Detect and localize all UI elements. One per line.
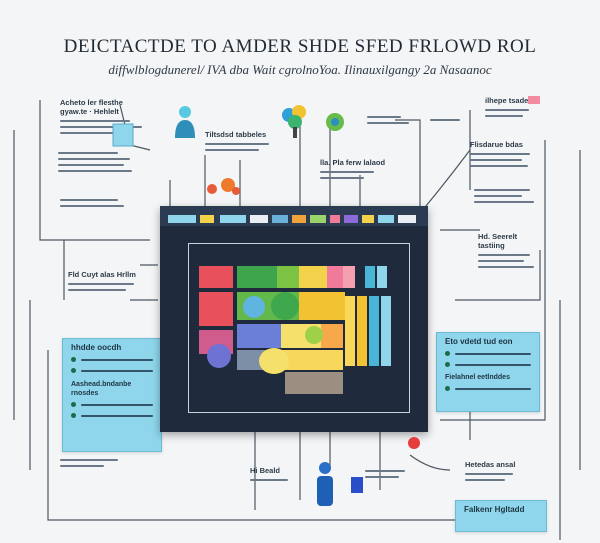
right-card-title: Eto vdetd tud eon — [445, 337, 513, 346]
board-grid — [188, 243, 410, 413]
gear-icon — [323, 110, 347, 136]
note-top-left-heading: Acheto ler flesthe gyaw.te · Hehlelt — [60, 98, 123, 116]
person-icon — [313, 460, 337, 508]
left-card-row — [63, 399, 161, 410]
note-right-top: ilhepe tsade — [485, 96, 545, 121]
left-card-row — [63, 365, 161, 376]
flower-icon — [206, 177, 244, 199]
person-icon — [172, 104, 198, 140]
right-info-card[interactable]: Eto vdetd tud eon Fielahnel eetlnddes — [436, 332, 540, 412]
note-bottom-left — [60, 455, 130, 471]
note-right-list — [474, 185, 540, 207]
page-title: DEICTACTDE TO AMDER SHDE SFED FRLOWD ROL — [63, 36, 537, 57]
note-bottom-center-heading: Hi Beald — [250, 466, 281, 475]
note-mid-left: Fld Cuyt alas Hrllm — [68, 270, 148, 295]
note-right-low: Hd. Seerelt tastiing — [478, 232, 542, 272]
left-card-row — [63, 410, 161, 421]
note-bottom-right: Hetedas ansal — [465, 460, 525, 485]
central-board — [160, 206, 428, 432]
left-card-row — [63, 354, 161, 365]
note-right-mid-heading: Flisdarue bdas — [470, 140, 523, 149]
note-right-small — [430, 115, 468, 125]
note-right-mid: Flisdarue bdas — [470, 140, 540, 171]
board-topbar — [160, 206, 428, 226]
bottom-right-card[interactable]: Falkenr Hgltadd — [455, 500, 547, 532]
tree-icon — [280, 103, 310, 139]
note-left-list — [58, 148, 138, 176]
note-center: lla. Pla ferw lalaod — [320, 158, 390, 183]
left-card-subtitle: Aashead.bndanbe rnosdes — [71, 381, 132, 397]
clipboard-icon — [350, 476, 364, 494]
right-card-row — [437, 348, 539, 359]
note-top-left: Acheto ler flesthe gyaw.te · Hehlelt — [60, 98, 152, 138]
left-card-title: hhdde oocdh — [71, 343, 122, 352]
pin-icon — [408, 437, 420, 449]
bottom-right-card-title: Falkenr Hgltadd — [464, 505, 525, 514]
right-card-row — [437, 359, 539, 370]
note-right-top-heading: ilhepe tsade — [485, 96, 529, 105]
page-subtitle: diffwlblogdunerel/ IVA dba Wait cgrolnoY… — [108, 62, 492, 77]
note-top-center: Tiltsdsd tabbeles — [205, 130, 283, 155]
note-right-low-heading: Hd. Seerelt tastiing — [478, 232, 518, 250]
pink-tag — [528, 96, 540, 104]
note-top-center-heading: Tiltsdsd tabbeles — [205, 130, 267, 139]
note-top-right-small — [367, 112, 417, 128]
left-info-card[interactable]: hhdde oocdh Aashead.bndanbe rnosdes — [62, 338, 162, 452]
right-card-subtitle: Fielahnel eetlnddes — [445, 374, 510, 381]
note-mid-left-heading: Fld Cuyt alas Hrllm — [68, 270, 136, 279]
note-bottom-right-heading: Hetedas ansal — [465, 460, 516, 469]
note-center-heading: lla. Pla ferw lalaod — [320, 158, 386, 167]
right-card-row — [437, 383, 539, 394]
note-bottom-center: Hi Beald — [250, 466, 300, 485]
note-left-small — [60, 195, 140, 211]
document-icon — [112, 123, 134, 147]
note-bottom-right-center — [365, 466, 415, 482]
